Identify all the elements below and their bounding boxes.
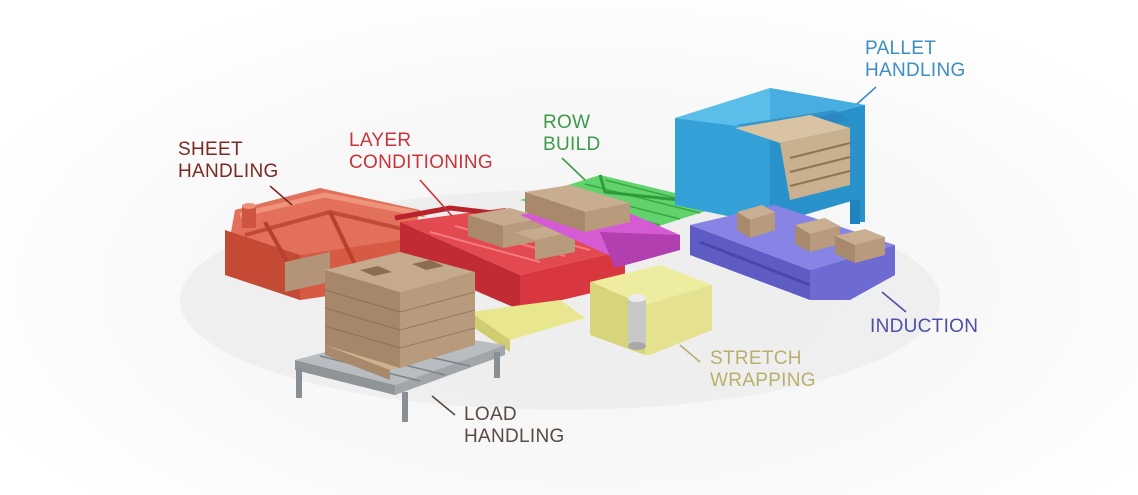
leader-stretch-wrapping [679,344,701,363]
label-pallet-handling-line2: HANDLING [865,60,966,81]
leader-layer-conditioning [419,179,453,217]
leader-lines [269,86,907,416]
label-row-build-line2: BUILD [543,134,601,155]
leader-pallet-handling [856,86,877,105]
label-stretch-wrapping: STRETCH WRAPPING [710,348,816,392]
row-build-module [520,174,726,268]
label-sheet-handling-line2: HANDLING [178,161,279,182]
layer-conditioning-module [394,205,625,310]
leader-sheet-handling [269,185,293,206]
label-sheet-handling-line1: SHEET [178,139,243,160]
label-load-handling-line2: HANDLING [464,426,565,447]
stretch-wrapping-module [470,265,712,355]
label-layer-conditioning-line1: LAYER [349,130,412,151]
load-handling-module [295,252,505,422]
pallet-handling-module [675,88,865,225]
label-stretch-wrapping-line1: STRETCH [710,348,802,369]
label-load-handling: LOAD HANDLING [464,404,565,448]
label-layer-conditioning: LAYER CONDITIONING [349,130,493,174]
label-load-handling-line1: LOAD [464,404,517,425]
induction-module [690,205,895,300]
label-row-build-line1: ROW [543,112,591,133]
label-sheet-handling: SHEET HANDLING [178,139,279,183]
label-pallet-handling: PALLET HANDLING [865,38,966,82]
label-layer-conditioning-line2: CONDITIONING [349,152,493,173]
label-induction: INDUCTION [870,316,978,338]
label-stretch-wrapping-line2: WRAPPING [710,370,816,391]
label-induction-line1: INDUCTION [870,316,979,337]
leader-load-handling [431,395,456,416]
leader-induction [881,291,907,313]
leader-row-build [561,157,586,181]
label-pallet-handling-line1: PALLET [865,38,937,59]
label-row-build: ROW BUILD [543,112,600,156]
